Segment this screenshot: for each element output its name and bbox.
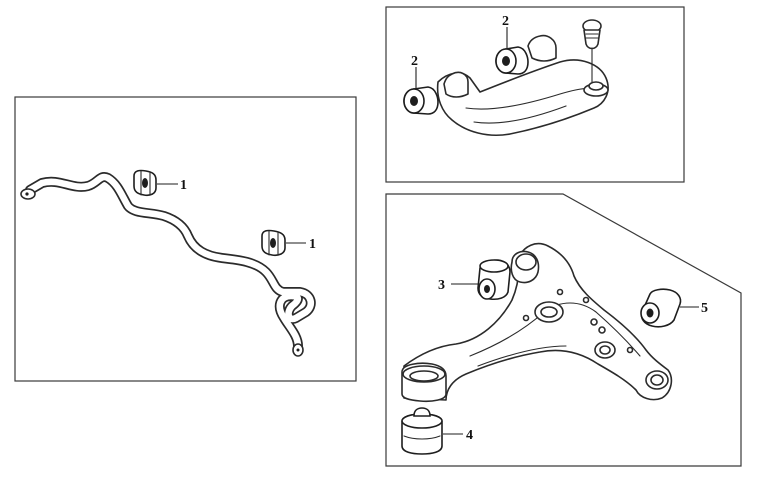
callout-label-1-right: 1 [309, 237, 316, 252]
callout-label-4: 4 [466, 428, 473, 443]
callout-label-1-left: 1 [180, 178, 187, 193]
upper-arm-bushing-top [495, 46, 529, 75]
lower-control-arm [401, 242, 673, 403]
stabilizer-bar-panel: 1 1 [14, 96, 357, 382]
stabilizer-bushing-right [261, 229, 286, 257]
stabilizer-bushing-left [133, 169, 157, 197]
lower-arm-mount-eye [645, 370, 669, 390]
upper-arm-panel: 2 2 [385, 6, 685, 183]
callout-label-2-left: 2 [411, 54, 418, 69]
lower-arm-rear-bushing [401, 407, 443, 455]
upper-arm-bushing-left [403, 86, 439, 115]
lower-arm-mount-bushing [640, 288, 682, 328]
upper-arm-panel-frame [385, 6, 685, 183]
stabilizer-end-link-left [20, 188, 36, 200]
lower-arm-rear-socket [401, 362, 447, 403]
stabilizer-panel-frame [14, 96, 357, 382]
lower-arm-panel-frame [385, 193, 742, 467]
stabilizer-bar [20, 172, 316, 357]
callout-label-3: 3 [438, 278, 445, 293]
callout-label-5: 5 [701, 301, 708, 316]
ball-joint [582, 19, 609, 97]
lower-arm-front-bushing [477, 259, 511, 301]
callout-label-2-top: 2 [502, 14, 509, 29]
lower-arm-panel: 3 4 5 [385, 193, 742, 467]
stabilizer-end-link-right [292, 343, 304, 357]
